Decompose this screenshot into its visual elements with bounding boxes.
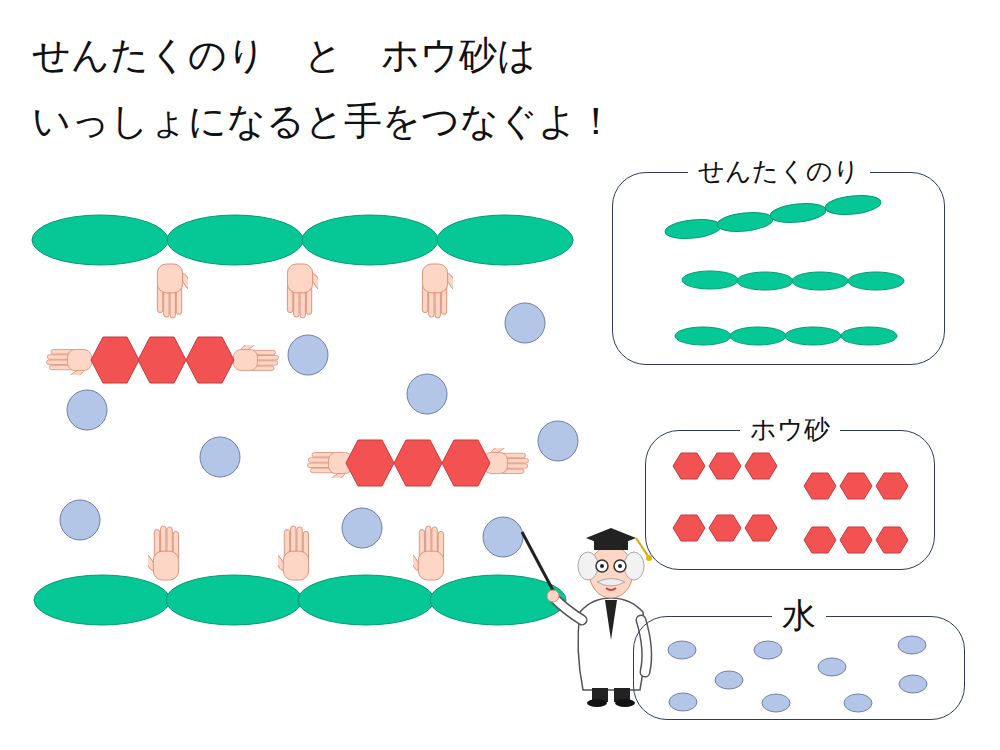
title: せんたくのり と ホウ砂は いっしょになると手をつなぐよ！ — [32, 22, 692, 154]
legend-panel: せんたくのり — [612, 172, 945, 365]
starch-chain — [34, 575, 566, 625]
water-sample — [668, 636, 927, 712]
starch-sample — [664, 193, 904, 345]
water-molecule — [60, 303, 578, 557]
legend-panel: 水 — [633, 616, 965, 720]
borax-sample — [673, 453, 908, 553]
panel-heading: せんたくのり — [688, 156, 870, 187]
starch-chain — [32, 215, 573, 265]
panel-heading: 水 — [772, 595, 826, 636]
legend-panel: ホウ砂 — [645, 430, 935, 570]
hand — [142, 526, 444, 580]
panel-heading: ホウ砂 — [740, 414, 840, 445]
hand — [157, 264, 459, 318]
